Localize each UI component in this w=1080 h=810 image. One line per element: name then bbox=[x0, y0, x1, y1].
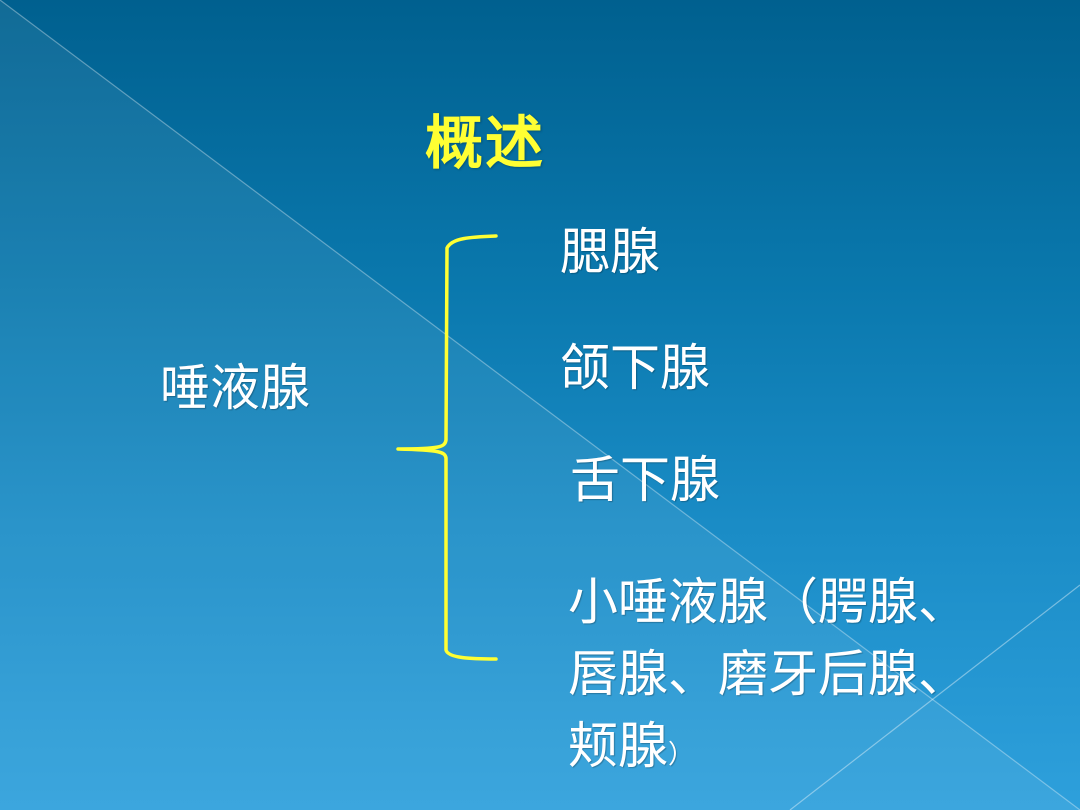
minor-glands-line-3-text: 颊腺 bbox=[568, 717, 668, 775]
list-item-submandibular: 颌下腺 bbox=[560, 339, 710, 397]
minor-glands-line-1: 小唾液腺（腭腺、 bbox=[568, 573, 968, 631]
curly-brace-icon bbox=[396, 234, 498, 661]
minor-glands-line-3: 颊腺） bbox=[568, 710, 1008, 791]
list-item-sublingual: 舌下腺 bbox=[570, 451, 720, 509]
list-item-minor-glands: 小唾液腺（腭腺、 唇腺、磨牙后腺、 颊腺） bbox=[568, 566, 1008, 791]
close-paren: ） bbox=[668, 740, 695, 770]
slide-title: 概述 bbox=[425, 109, 546, 177]
main-label: 唾液腺 bbox=[160, 359, 310, 417]
minor-glands-line-2: 唇腺、磨牙后腺、 bbox=[568, 645, 968, 703]
list-item-parotid: 腮腺 bbox=[560, 223, 660, 281]
diagonal-line-2 bbox=[789, 584, 1080, 810]
